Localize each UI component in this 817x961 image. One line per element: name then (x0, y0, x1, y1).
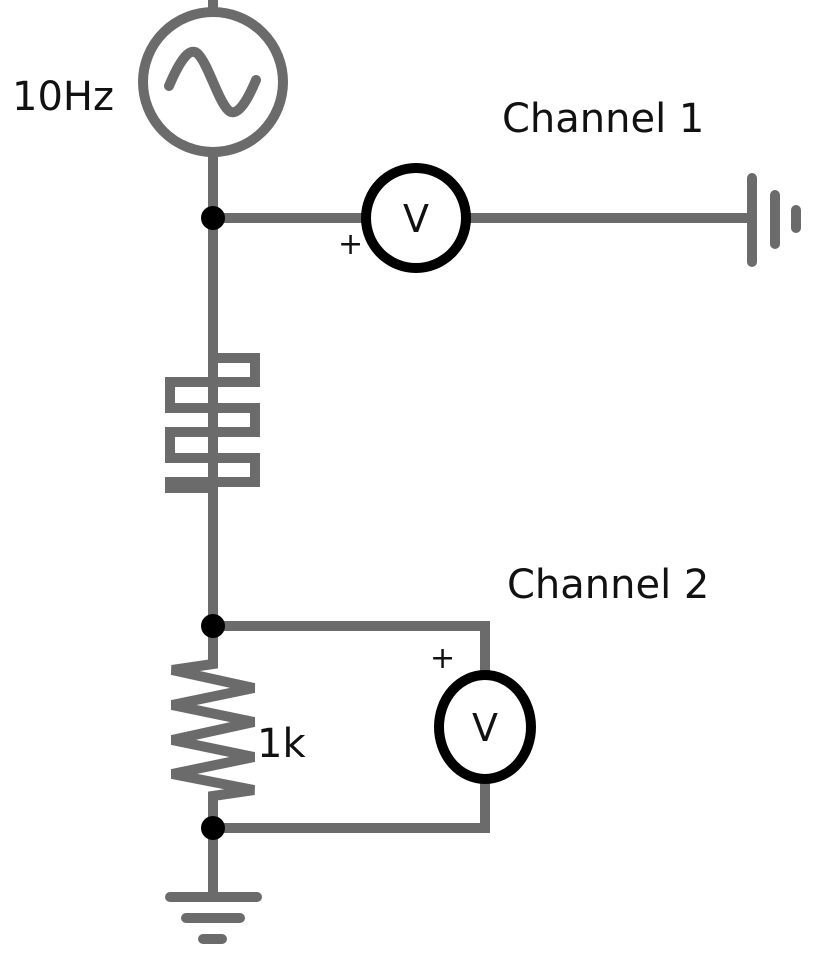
wire-channel2-meter-to-node3 (213, 778, 490, 833)
node-resistor-top (201, 614, 225, 638)
resistor-value-label: 1k (257, 721, 306, 767)
inductor-coil (165, 353, 260, 493)
channel-2-meter-circle (434, 670, 536, 784)
wire-node2-to-channel2-meter (213, 621, 490, 676)
sine-wave-icon (164, 46, 261, 118)
channel-2-meter-symbol: V (472, 706, 498, 750)
resistor: 1k (170, 659, 306, 801)
inductor (165, 353, 260, 493)
channel-2-voltmeter: V + Channel 2 (430, 562, 709, 784)
channel-1-meter-circle (361, 163, 471, 273)
source-frequency-label: 10Hz (12, 74, 114, 120)
channel-2-label: Channel 2 (507, 562, 709, 608)
node-source-top (201, 206, 225, 230)
channel-1-label: Channel 1 (502, 96, 704, 142)
ac-source: 10Hz (12, 7, 288, 157)
resistor-zigzag (170, 659, 256, 801)
channel-1-plus-sign: + (338, 227, 363, 262)
channel-1-meter-symbol: V (403, 197, 429, 241)
ground-right-icon (747, 173, 801, 267)
node-resistor-bottom (201, 816, 225, 840)
channel-1-voltmeter: V + Channel 1 (338, 96, 704, 273)
channel-2-plus-sign: + (430, 641, 455, 676)
ground-bottom-icon (165, 892, 262, 944)
